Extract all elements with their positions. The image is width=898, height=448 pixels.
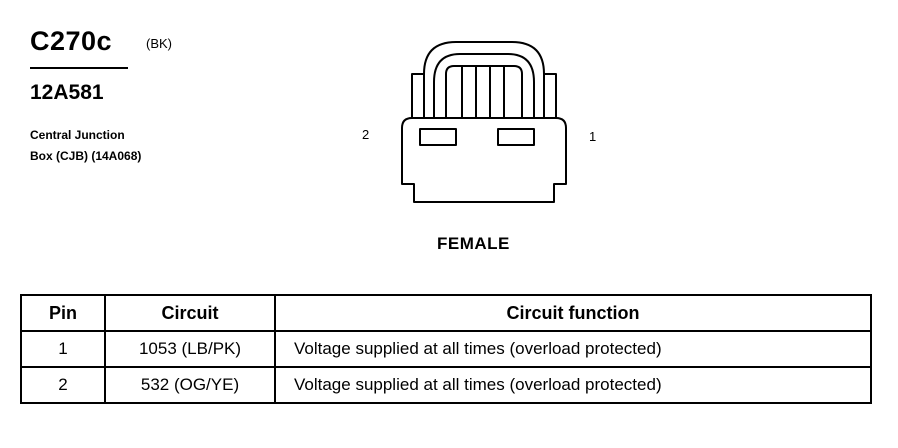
table-row: 2 532 (OG/YE) Voltage supplied at all ti… (20, 366, 872, 404)
pin-1-label: 1 (589, 129, 597, 144)
table-row: 1 1053 (LB/PK) Voltage supplied at all t… (20, 330, 872, 368)
latch-outer (423, 41, 545, 118)
title-underline (30, 67, 128, 69)
pin-cavity-2 (419, 128, 457, 146)
pin-cavity-1 (497, 128, 535, 146)
pin-2-label: 2 (362, 127, 370, 142)
column-header-circuit: Circuit (104, 294, 276, 332)
circuit-id: 1053 (LB/PK) (104, 330, 276, 368)
pin-number: 1 (20, 330, 106, 368)
circuit-function: Voltage supplied at all times (overload … (274, 366, 872, 404)
connector-body (401, 117, 567, 203)
description-line-2: Box (CJB) (14A068) (30, 149, 142, 163)
column-header-function: Circuit function (274, 294, 872, 332)
part-number: 12A581 (30, 81, 104, 104)
connector-id: C270c (30, 26, 113, 56)
latch-inner (433, 53, 535, 118)
latch-shoulder-left (411, 73, 424, 118)
column-header-pin: Pin (20, 294, 106, 332)
latch-shoulder-right (544, 73, 557, 118)
pin-number: 2 (20, 366, 106, 404)
description-line-1: Central Junction (30, 128, 125, 142)
connector-gender-label: FEMALE (437, 234, 510, 253)
circuit-id: 532 (OG/YE) (104, 366, 276, 404)
latch-slot (445, 65, 523, 118)
pinout-table: Pin Circuit Circuit function 1 1053 (LB/… (20, 294, 872, 404)
connector-color: (BK) (146, 36, 172, 51)
connector-face-drawing (401, 41, 567, 203)
table-header-row: Pin Circuit Circuit function (20, 294, 872, 332)
circuit-function: Voltage supplied at all times (overload … (274, 330, 872, 368)
